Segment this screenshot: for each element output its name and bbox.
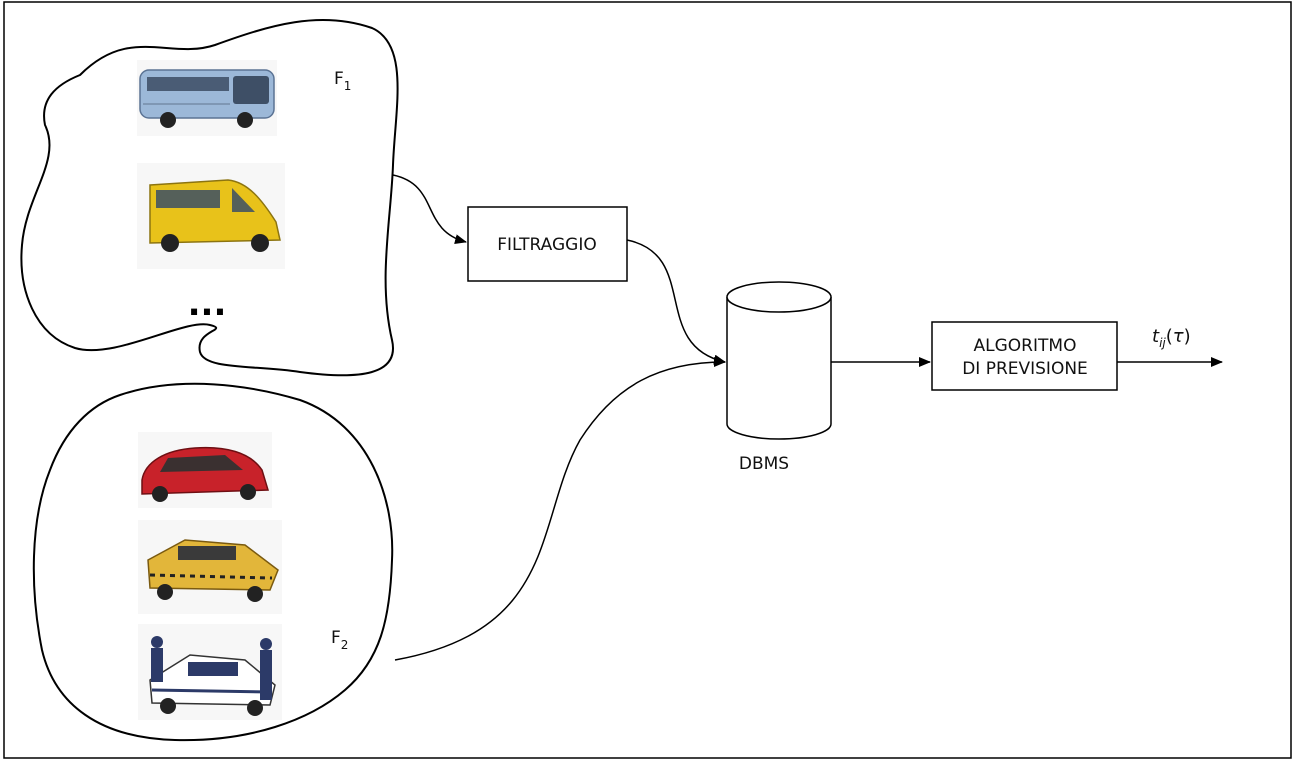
fleet2-label: F2 [331,628,348,652]
taxi-icon [138,520,282,614]
diagram-border [3,1,1292,759]
dbms-cylinder [726,281,832,440]
bus-icon [137,60,277,136]
edge-fleet2-to-dbms [394,357,726,661]
car-icon [138,432,272,508]
filter-label: FILTRAGGIO [497,235,597,255]
edge-filter-to-dbms [626,239,726,365]
fleet1-label: F1 [334,69,351,93]
school-minibus-icon [137,163,285,269]
fleet1-cloud [20,18,399,377]
output-label: tij(τ) [1152,326,1191,350]
edge-fleet1-to-filter [392,174,467,245]
fleet1-ellipsis: ... [188,284,227,324]
algorithm-label-line1: ALGORITMO [974,336,1077,356]
police-car-icon [138,624,282,720]
filter-box [467,206,628,282]
fleet2-cloud [32,382,394,742]
algorithm-label-line2: DI PREVISIONE [962,359,1088,379]
algorithm-box [931,321,1118,391]
dbms-label: DBMS [739,454,789,474]
